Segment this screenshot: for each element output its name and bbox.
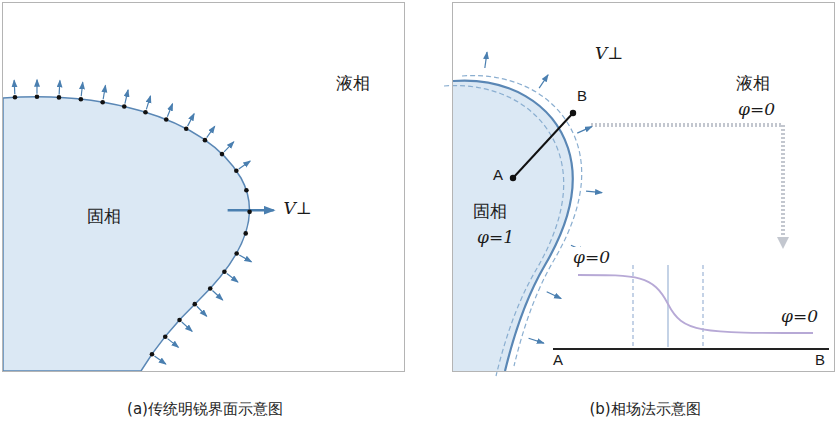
boundary-node (143, 110, 148, 115)
normal-arrow (547, 292, 561, 299)
interface-bound (702, 265, 703, 347)
normal-arrow (36, 80, 37, 94)
normal-arrow (485, 52, 487, 68)
boundary-node (192, 302, 197, 307)
normal-arrow (529, 338, 544, 343)
boundary-node (57, 95, 62, 100)
normal-arrow (227, 274, 238, 283)
boundary-node (150, 352, 155, 357)
text-slot: 液相 (336, 73, 370, 93)
boundary-node (122, 104, 127, 109)
normal-arrow (154, 356, 165, 364)
normal-arrow (146, 96, 150, 109)
boundary-node (177, 318, 182, 323)
point-label: B (575, 87, 589, 105)
solid-phase-region: 固相 (3, 3, 404, 371)
phase-label: φ=1 (477, 227, 514, 247)
normal-arrow (212, 291, 222, 301)
boundary-node (164, 117, 169, 122)
point-label: A (493, 166, 503, 184)
normal-arrow (197, 306, 207, 316)
text-slot: 液相 (734, 73, 772, 93)
interface-center-line (453, 81, 573, 371)
region-outline (3, 3, 404, 371)
boundary-node (184, 126, 189, 131)
solid-phase-region: 固相 φ=1 (453, 3, 834, 371)
text-slot: 固相 (87, 206, 121, 226)
velocity-label: V⊥ (282, 198, 314, 218)
normal-arrow (224, 142, 234, 152)
text-slot: φ=1 (477, 227, 514, 247)
point-marker (510, 175, 516, 181)
normal-arrow (239, 161, 250, 169)
normal-arrow (14, 80, 16, 94)
normal-arrow (539, 75, 548, 88)
phase-value: φ=0 (779, 306, 820, 326)
phase-label: φ=0 (736, 99, 777, 119)
zoom-arrow (591, 125, 783, 243)
normal-arrow (182, 322, 192, 331)
label-slot: B (575, 87, 589, 105)
caption: (a)传统明锐界面示意图 (127, 400, 283, 418)
normal-arrow (81, 82, 83, 96)
boundary-node (220, 152, 225, 157)
normal-arrow (207, 126, 215, 137)
boundary-node (234, 168, 239, 173)
boundary-node (247, 210, 252, 215)
normal-arrow (125, 90, 128, 104)
panel-frame: 液相固相 (2, 2, 405, 372)
region-outline (453, 3, 834, 371)
label-slot: A (493, 166, 503, 184)
boundary-node (163, 334, 168, 339)
boundary-node (203, 138, 208, 143)
profile-axis (553, 348, 829, 350)
label-slot: V⊥ (593, 43, 625, 63)
boundary-node (35, 94, 40, 99)
panel-frame: 液相 φ=0 固相 φ=1 (452, 2, 835, 372)
normal-arrow (59, 80, 61, 94)
boundary-node (79, 97, 84, 102)
normal-arrow (239, 255, 251, 262)
phase-label: 固相 (87, 206, 121, 226)
phase-field-illustration (444, 52, 829, 376)
boundary-node (243, 231, 248, 236)
normal-arrow (577, 127, 592, 134)
solid-phase-fill (3, 97, 250, 371)
label-slot: (a)传统明锐界面示意图 (127, 400, 283, 418)
boundary-node (244, 188, 249, 193)
boundary-node (13, 95, 18, 100)
velocity-label: V⊥ (593, 43, 625, 63)
text-slot: φ=0 (736, 99, 777, 119)
axis-label: A (553, 351, 563, 369)
boundary-node (100, 100, 105, 105)
normal-arrow (103, 85, 105, 99)
label-slot: φ=0 (779, 306, 820, 326)
normal-arrow (586, 191, 602, 193)
label-slot: B (815, 351, 825, 369)
normal-arrow (167, 104, 172, 117)
caption: (b)相场法示意图 (589, 400, 700, 418)
boundary-node (234, 251, 239, 256)
label-slot: V⊥ (282, 198, 314, 218)
label-slot: φ=0 (571, 247, 612, 267)
solid-phase-fill (453, 81, 573, 371)
normal-arrow (188, 114, 195, 126)
phase-value: φ=0 (571, 247, 612, 267)
phase-label: 固相 (473, 201, 507, 221)
label-slot: (b)相场法示意图 (589, 400, 700, 418)
point-marker (570, 110, 576, 116)
phi-profile-curve (578, 275, 813, 333)
phase-label: 液相 (734, 73, 772, 93)
axis-label: B (815, 351, 825, 369)
phase-label: 液相 (336, 73, 370, 93)
boundary-node (222, 269, 227, 274)
label-slot: A (553, 351, 563, 369)
boundary-node (208, 286, 213, 291)
normal-arrow (168, 339, 179, 348)
text-slot: 固相 (473, 201, 507, 221)
